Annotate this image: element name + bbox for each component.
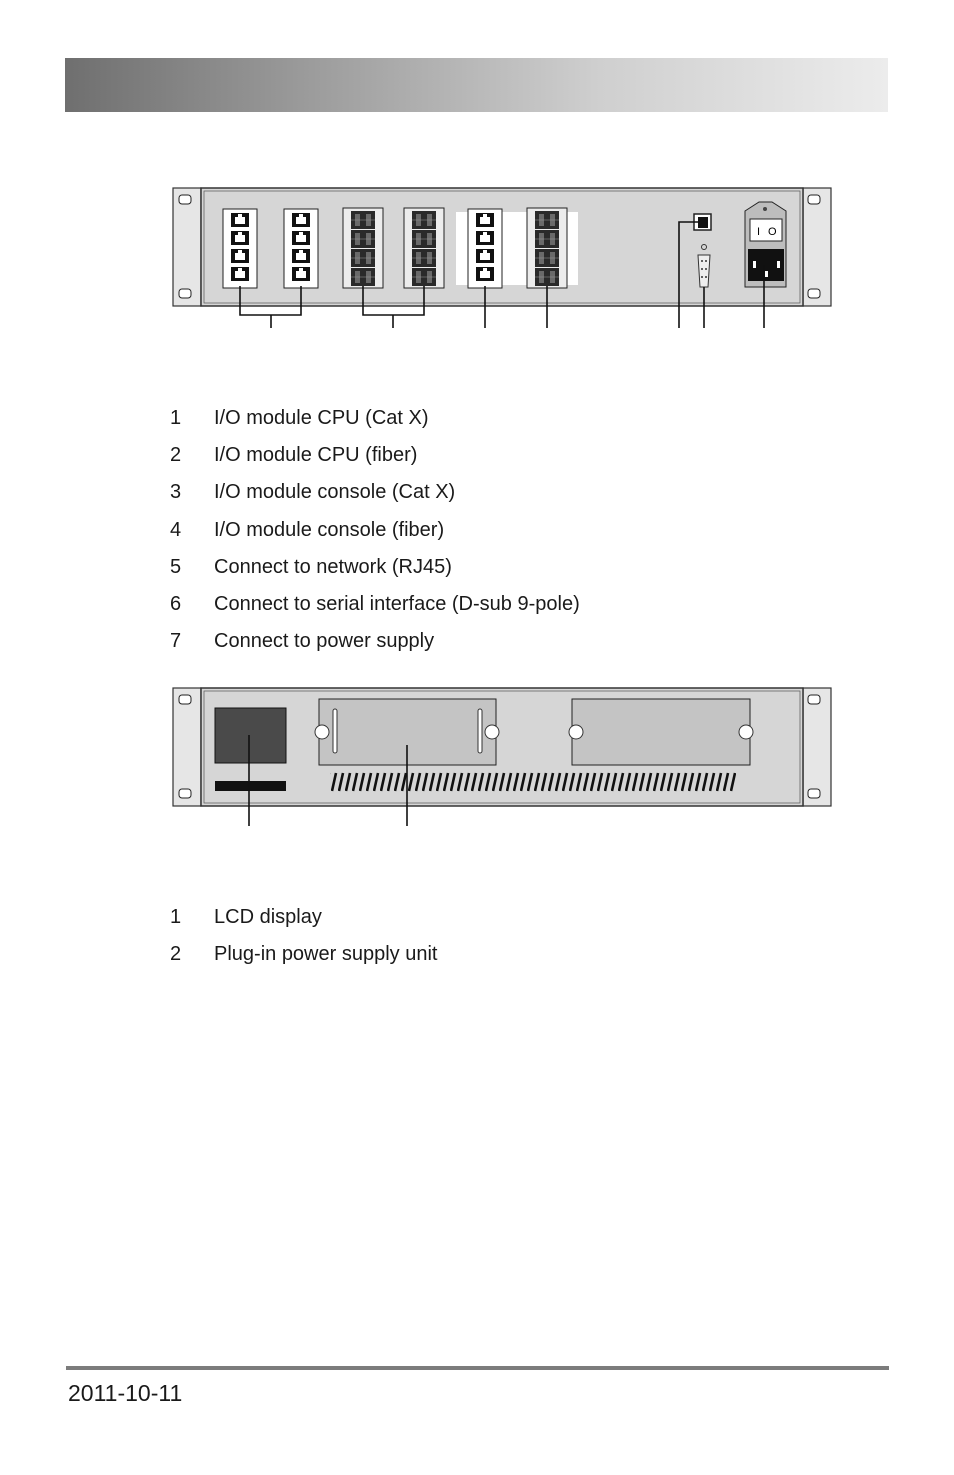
legend-number: 1 xyxy=(170,906,182,928)
front-panel-illustration xyxy=(172,687,832,826)
legend-text: Connect to power supply xyxy=(214,630,435,653)
legend-text: Plug-in power supply unit xyxy=(214,943,438,966)
page-header-bar xyxy=(65,58,888,112)
legend-text: Connect to serial interface (D-sub 9-pol… xyxy=(214,592,580,615)
legend-number: 7 xyxy=(170,630,182,653)
footer-rule xyxy=(66,1366,889,1370)
legend-text: I/O module console (fiber) xyxy=(214,518,445,541)
legend-text: Connect to network (RJ45) xyxy=(214,555,452,578)
legend-number: 5 xyxy=(170,555,182,578)
legend-number: 6 xyxy=(170,592,182,615)
svg-text:I: I xyxy=(757,226,760,238)
legend-number: 2 xyxy=(170,943,182,966)
legend-number: 2 xyxy=(170,444,182,467)
footer-date: 2011-10-11 xyxy=(68,1380,183,1406)
legend-number: 1 xyxy=(170,407,182,429)
legend-text: I/O module console (Cat X) xyxy=(214,481,456,504)
legend-number: 4 xyxy=(170,518,182,541)
svg-text:O: O xyxy=(768,226,777,238)
legend-text: LCD display xyxy=(214,906,322,928)
legend-text: I/O module CPU (fiber) xyxy=(214,444,418,467)
rear-panel-illustration: I O xyxy=(172,187,832,328)
legend-number: 3 xyxy=(170,481,182,504)
legend-text: I/O module CPU (Cat X) xyxy=(214,407,429,429)
